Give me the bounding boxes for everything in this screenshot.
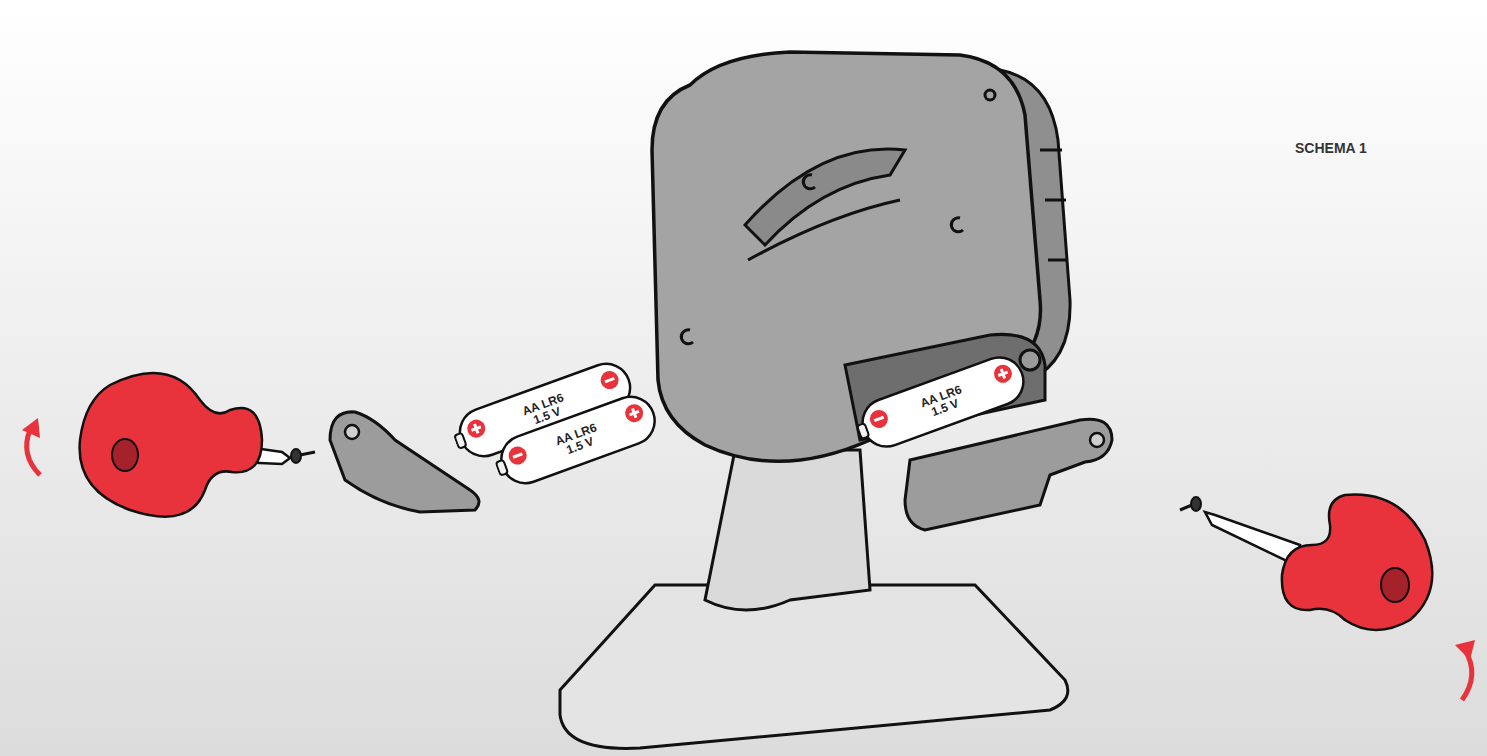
stand-neck (705, 450, 870, 610)
body-mark (681, 330, 693, 344)
battery-cover (330, 412, 479, 512)
rotation-arrow (22, 418, 40, 438)
schema-label: SCHEMA 1 (1295, 140, 1367, 156)
handle-slot (745, 149, 905, 245)
rim-ridges (1040, 150, 1068, 260)
screwdriver (80, 373, 290, 517)
cover-screw-hole (1090, 433, 1104, 447)
screwdriver (1205, 495, 1432, 630)
body-hole (985, 90, 995, 100)
battery: AA LR61.5 V (850, 347, 1037, 457)
slot-edge (748, 200, 900, 260)
compartment-hinge (1020, 350, 1040, 370)
screw (1180, 497, 1201, 511)
base-plate (560, 585, 1068, 748)
screw (291, 449, 315, 463)
body-mark (951, 218, 963, 232)
rotation-arrow (1455, 640, 1475, 660)
body-mark (803, 175, 815, 189)
battery-cover (905, 419, 1112, 530)
cover-screw-hole (345, 425, 359, 439)
device-body (652, 52, 1041, 461)
